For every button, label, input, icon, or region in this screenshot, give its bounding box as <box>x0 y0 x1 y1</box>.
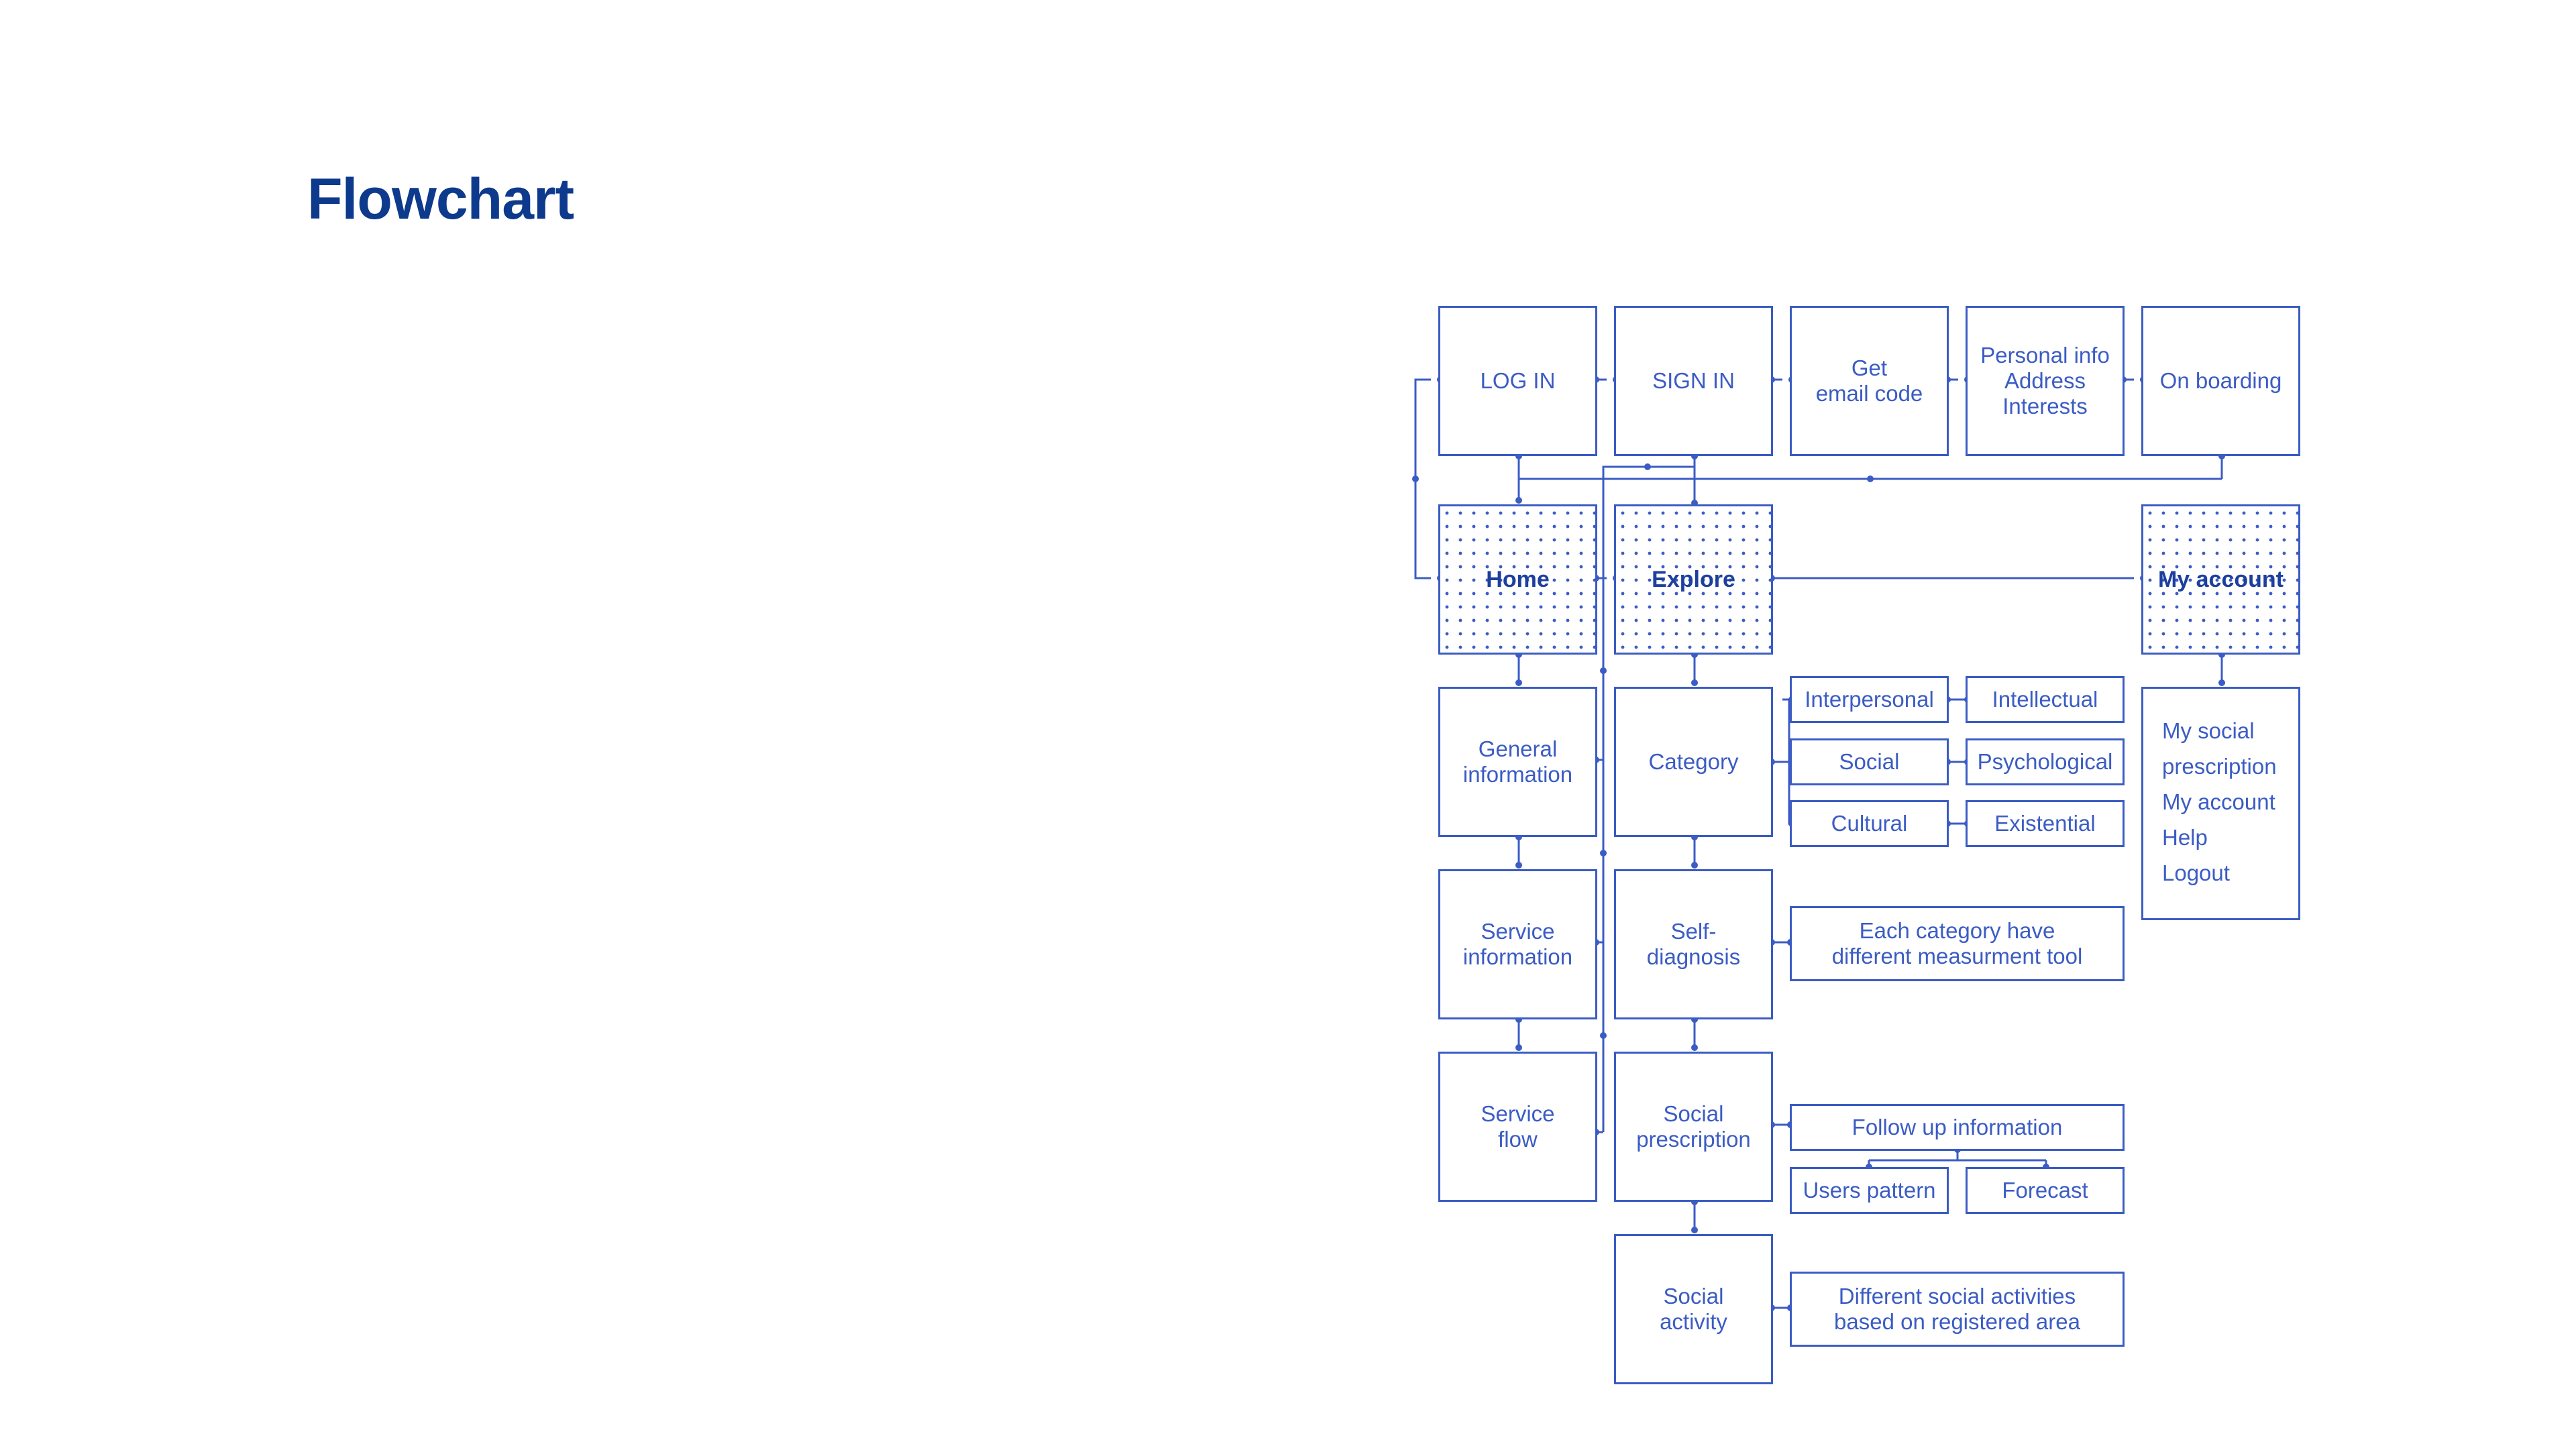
account-menu-item: Logout <box>2162 860 2230 885</box>
social-node: Social <box>1790 738 1949 785</box>
category-node: Category <box>1614 687 1773 837</box>
account-menu-item: My social <box>2162 718 2255 743</box>
account-menu-item: prescription <box>2162 754 2277 779</box>
service-flow-node: Service flow <box>1438 1052 1597 1202</box>
psychological-node: Psychological <box>1966 738 2125 785</box>
activities-area-note: Different social activities based on reg… <box>1790 1272 2125 1347</box>
social-prescription-node: Social prescription <box>1614 1052 1773 1202</box>
account-menu-item: My account <box>2162 789 2275 814</box>
onboarding-node: On boarding <box>2141 306 2300 456</box>
self-diagnosis-node: Self- diagnosis <box>1614 869 1773 1019</box>
forecast-node: Forecast <box>1966 1167 2125 1214</box>
my-account-node: My account <box>2141 504 2300 655</box>
interpersonal-node: Interpersonal <box>1790 676 1949 723</box>
account-menu-item: Help <box>2162 825 2208 850</box>
personal-info-node: Personal info Address Interests <box>1966 306 2125 456</box>
general-information-node: General information <box>1438 687 1597 837</box>
existential-node: Existential <box>1966 800 2125 847</box>
signin-node: SIGN IN <box>1614 306 1773 456</box>
users-pattern-node: Users pattern <box>1790 1167 1949 1214</box>
service-information-node: Service information <box>1438 869 1597 1019</box>
email-code-node: Get email code <box>1790 306 1949 456</box>
explore-node: Explore <box>1614 504 1773 655</box>
page-title: Flowchart <box>307 167 574 231</box>
measurement-tool-note: Each category have different measurment … <box>1790 906 2125 981</box>
login-node: LOG IN <box>1438 306 1597 456</box>
intellectual-node: Intellectual <box>1966 676 2125 723</box>
account-menu-node: My social prescription My account Help L… <box>2141 687 2300 920</box>
social-activity-node: Social activity <box>1614 1234 1773 1384</box>
follow-up-node: Follow up information <box>1790 1104 2125 1151</box>
home-node: Home <box>1438 504 1597 655</box>
cultural-node: Cultural <box>1790 800 1949 847</box>
